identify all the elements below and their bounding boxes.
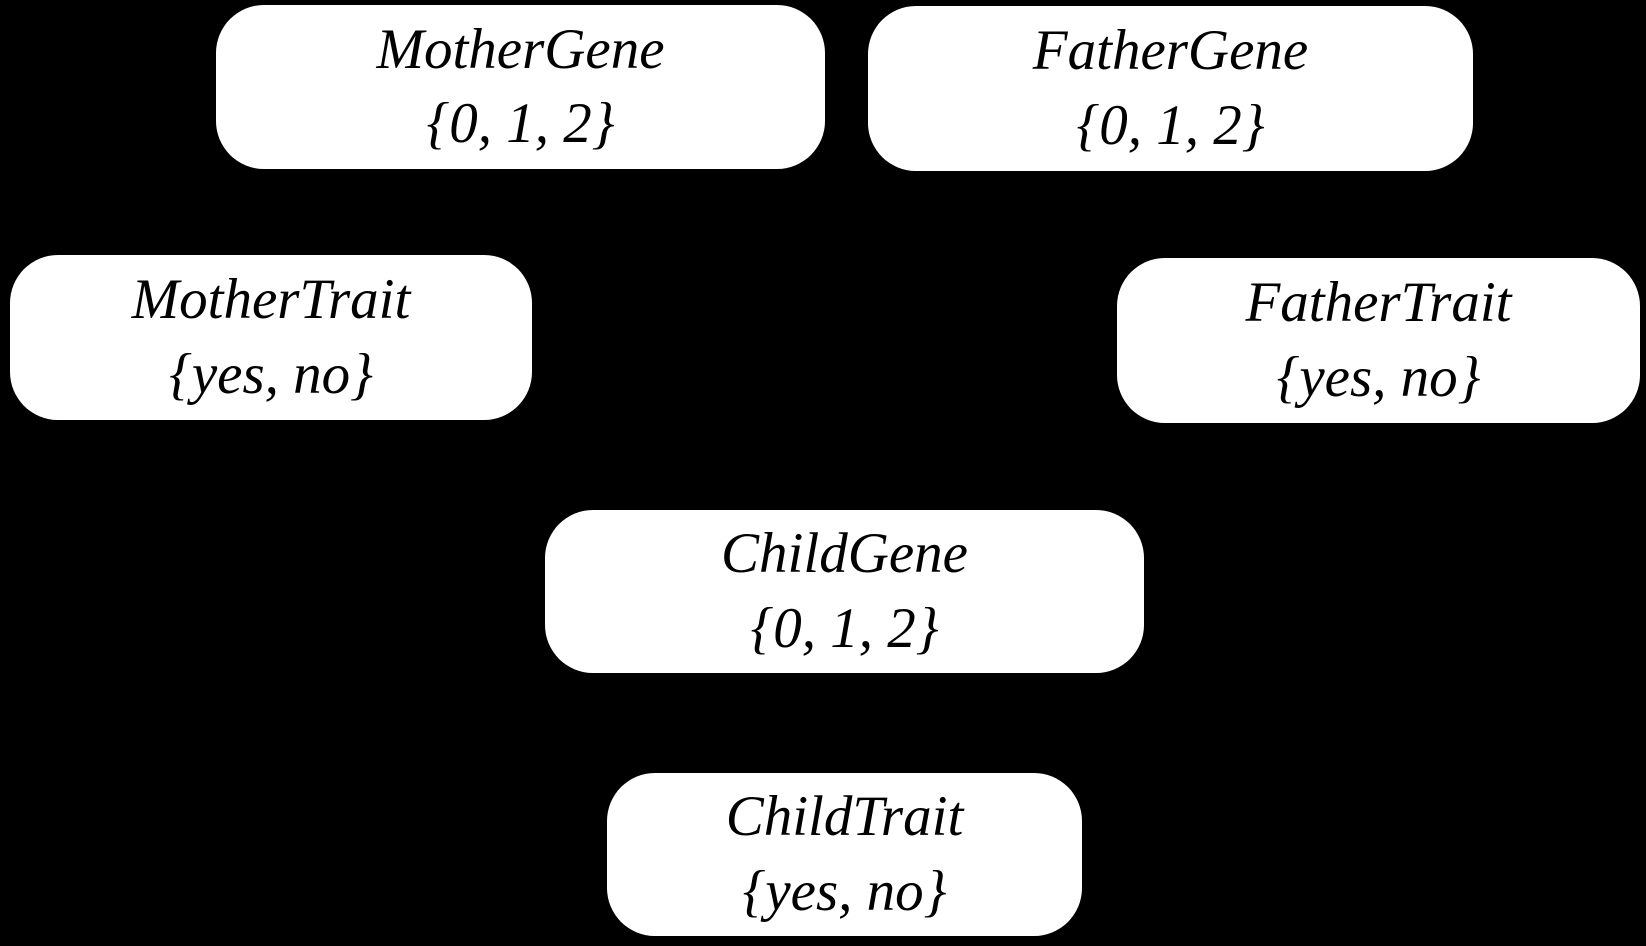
node-title: ChildGene [721, 522, 968, 586]
node-domain-values: {yes, no} [742, 859, 947, 923]
node-title: ChildTrait [725, 785, 964, 849]
node-child-gene: ChildGene {0, 1, 2} [545, 510, 1144, 673]
node-domain-values: {0, 1, 2} [426, 92, 615, 155]
node-title: FatherTrait [1245, 271, 1512, 335]
node-mother-gene: MotherGene {0, 1, 2} [216, 5, 825, 169]
node-child-trait: ChildTrait {yes, no} [607, 773, 1082, 936]
node-domain-values: {yes, no} [169, 342, 373, 406]
node-title: MotherTrait [131, 268, 411, 332]
node-domain-values: {0, 1, 2} [1076, 93, 1265, 157]
node-father-trait: FatherTrait {yes, no} [1117, 258, 1640, 423]
node-title: MotherGene [376, 17, 665, 81]
node-father-gene: FatherGene {0, 1, 2} [868, 6, 1473, 171]
node-title: FatherGene [1032, 19, 1309, 83]
node-mother-trait: MotherTrait {yes, no} [10, 255, 532, 420]
node-domain-values: {yes, no} [1276, 345, 1481, 409]
node-domain-values: {0, 1, 2} [750, 596, 939, 660]
